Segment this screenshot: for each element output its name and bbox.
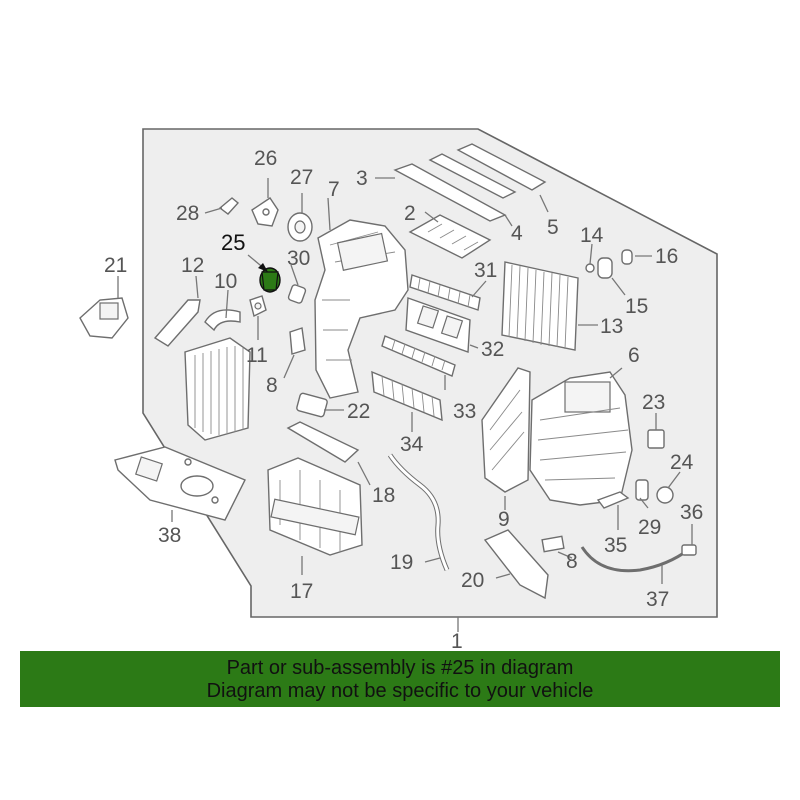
label-20[interactable]: 20 xyxy=(461,569,484,592)
label-21[interactable]: 21 xyxy=(104,254,127,277)
label-28[interactable]: 28 xyxy=(176,202,199,225)
label-11[interactable]: 11 xyxy=(246,344,268,367)
part-24-shape xyxy=(656,486,674,504)
part-32-shape xyxy=(405,297,471,353)
part-12-shape xyxy=(153,299,201,347)
part-9-shape xyxy=(481,367,531,493)
label-12[interactable]: 12 xyxy=(181,254,204,277)
label-30[interactable]: 30 xyxy=(287,247,310,270)
part-13-shape xyxy=(501,261,579,351)
part-35-shape xyxy=(596,491,630,509)
part-15-shape xyxy=(597,257,613,279)
label-26[interactable]: 26 xyxy=(254,147,277,170)
part-16-shape xyxy=(621,249,633,265)
part-8a-shape xyxy=(289,327,306,355)
part-10-shape xyxy=(184,309,251,441)
label-9[interactable]: 9 xyxy=(498,508,510,531)
label-31[interactable]: 31 xyxy=(474,259,497,282)
label-10[interactable]: 10 xyxy=(214,270,237,293)
part-7-shape xyxy=(314,219,409,399)
part-36-shape xyxy=(681,544,697,556)
notice-banner: Part or sub-assembly is #25 in diagram D… xyxy=(20,651,780,707)
label-4[interactable]: 4 xyxy=(511,222,523,245)
label-6[interactable]: 6 xyxy=(628,344,640,367)
part-5-shape xyxy=(456,143,547,191)
part-27-shape xyxy=(287,212,313,242)
part-21-shape xyxy=(79,297,129,339)
label-13[interactable]: 13 xyxy=(600,315,623,338)
label-35[interactable]: 35 xyxy=(604,534,627,557)
part-2-shape xyxy=(408,214,492,259)
part-17-shape xyxy=(267,457,363,556)
part-23-shape xyxy=(647,429,665,449)
label-36[interactable]: 36 xyxy=(680,501,703,524)
part-14-shape xyxy=(585,263,595,273)
label-15[interactable]: 15 xyxy=(625,295,648,318)
part-8b-shape xyxy=(541,535,565,553)
label-27[interactable]: 27 xyxy=(290,166,313,189)
label-8a[interactable]: 8 xyxy=(266,374,278,397)
part-22-shape xyxy=(296,392,328,418)
part-38-shape xyxy=(114,446,246,521)
part-31-shape xyxy=(409,274,481,311)
part-34-shape xyxy=(371,370,443,422)
label-34[interactable]: 34 xyxy=(400,433,424,456)
part-11-shape xyxy=(249,295,267,318)
label-29[interactable]: 29 xyxy=(638,516,661,539)
label-32[interactable]: 32 xyxy=(481,338,504,361)
label-17[interactable]: 17 xyxy=(290,580,313,603)
part-25-shape xyxy=(259,267,281,293)
part-18-shape xyxy=(286,421,360,463)
leader-lines xyxy=(117,177,693,584)
part-6-shape xyxy=(529,371,633,506)
label-19[interactable]: 19 xyxy=(390,551,413,574)
part-28-shape xyxy=(218,197,240,215)
part-number-labels: 1 2 3 4 5 6 7 8 8 9 10 11 12 13 14 15 16… xyxy=(104,147,703,653)
label-24[interactable]: 24 xyxy=(670,451,694,474)
label-38[interactable]: 38 xyxy=(158,524,181,547)
label-25-highlighted[interactable]: 25 xyxy=(221,230,245,255)
label-37[interactable]: 37 xyxy=(646,588,669,611)
part-37-shape xyxy=(580,546,689,573)
label-18[interactable]: 18 xyxy=(372,484,395,507)
label-2[interactable]: 2 xyxy=(404,202,416,225)
label-1[interactable]: 1 xyxy=(451,630,463,653)
label-14[interactable]: 14 xyxy=(580,224,604,247)
part-30-shape xyxy=(287,284,307,304)
part-20-shape xyxy=(483,529,549,600)
part-19-shape xyxy=(387,453,450,572)
label-7[interactable]: 7 xyxy=(328,178,340,201)
part-33-shape xyxy=(381,335,456,377)
label-16[interactable]: 16 xyxy=(655,245,678,268)
label-33[interactable]: 33 xyxy=(453,400,476,423)
notice-line-1: Part or sub-assembly is #25 in diagram xyxy=(226,657,574,679)
label-5[interactable]: 5 xyxy=(547,216,559,239)
label-8b[interactable]: 8 xyxy=(566,550,578,573)
part-26-shape xyxy=(251,197,279,227)
label-22[interactable]: 22 xyxy=(347,400,370,423)
part-4-shape xyxy=(428,153,517,199)
notice-line-2: Diagram may not be specific to your vehi… xyxy=(206,680,594,702)
label-3[interactable]: 3 xyxy=(356,167,368,190)
label-23[interactable]: 23 xyxy=(642,391,665,414)
part-29-shape xyxy=(635,479,649,501)
